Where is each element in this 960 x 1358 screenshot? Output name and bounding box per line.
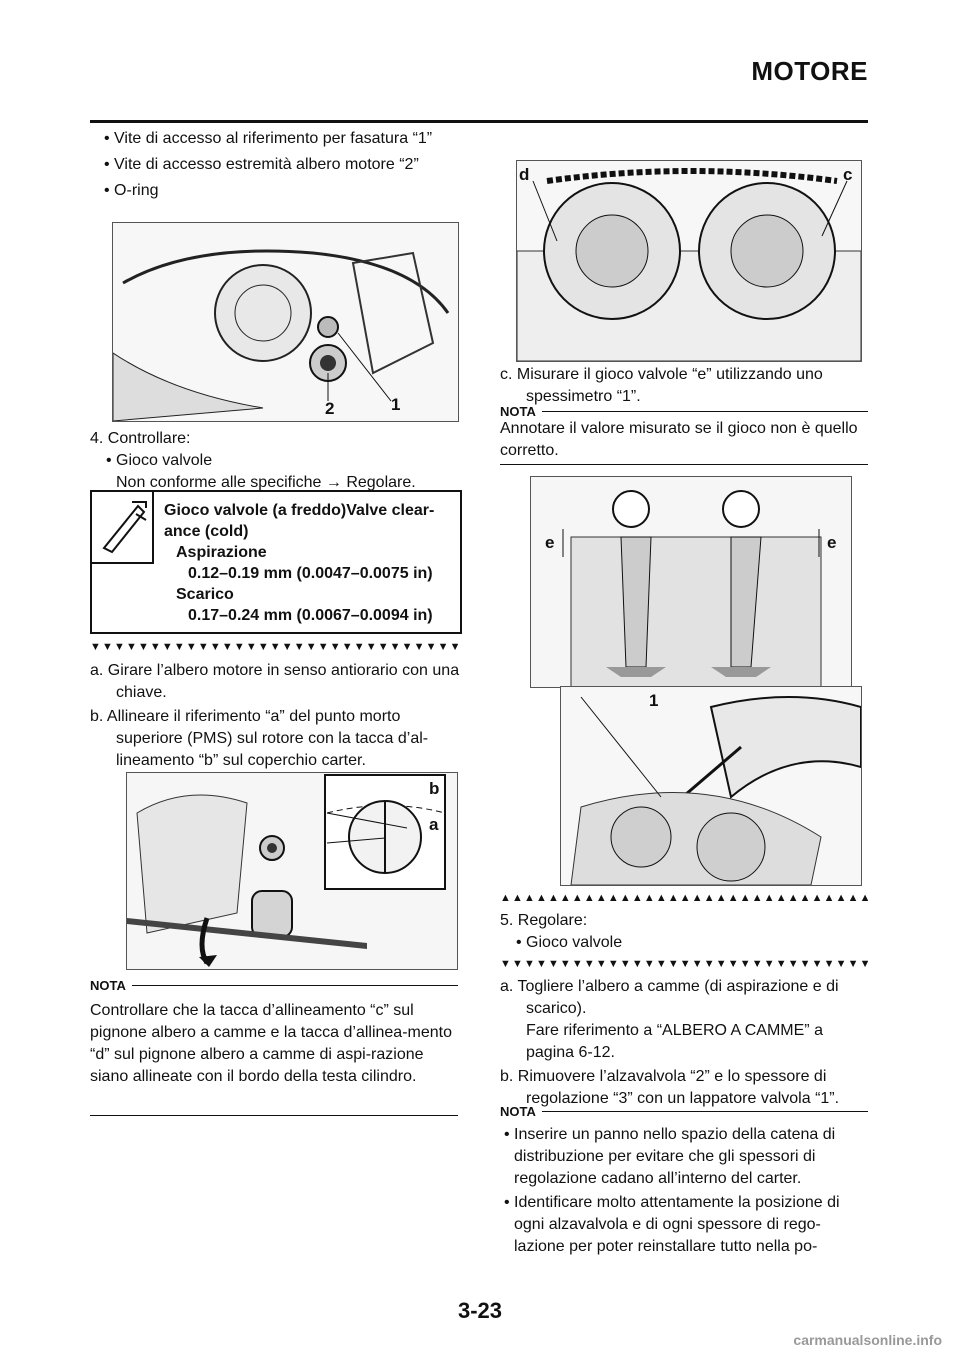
nota-text-right: Annotare il valore misurato se il gioco … <box>500 420 858 459</box>
spec-content: Gioco valvole (a freddo)Valve clear-ance… <box>164 500 454 626</box>
nota2-label: NOTA <box>500 1104 536 1119</box>
fig5-label-1: 1 <box>649 691 659 710</box>
step-c-text: c. Misurare il gioco valvole “e” utilizz… <box>500 366 823 405</box>
fig1-label-1: 1 <box>391 395 401 414</box>
step-4-heading: 4. Controllare: <box>90 430 191 447</box>
step-a-text: a. Girare l’albero motore in senso antio… <box>90 662 460 701</box>
nota2-bullet-2: Identificare molto attentamente la posiz… <box>500 1192 870 1258</box>
procedure-end-marker: ▲▲▲▲▲▲▲▲▲▲▲▲▲▲▲▲▲▲▲▲▲▲▲▲▲▲▲▲▲▲▲▲▲▲ <box>500 892 868 904</box>
step-5-bullet: Gioco valvole <box>500 932 870 954</box>
bullet-item-2: Vite di accesso estremità albero motore … <box>100 154 460 176</box>
engine-access-screws-figure: 2 1 <box>112 222 459 422</box>
step-b-text: b. Allineare il riferimento “a” del punt… <box>90 708 429 769</box>
bullet-item-3: O-ring <box>100 180 460 202</box>
step-4-text: Non conforme alle specifiche → Regolare. <box>116 474 416 491</box>
page-title: MOTORE <box>751 56 868 86</box>
fig4-label-e-right: e <box>827 533 837 552</box>
nota-label-right: NOTA <box>500 404 536 419</box>
right-steps-ab: a. Togliere l’albero a camme (di aspiraz… <box>500 976 870 1110</box>
spec-exhaust-value: 0.17–0.24 mm (0.0067–0.0094 in) <box>188 607 433 624</box>
watermark-text: carmanualsonline.info <box>793 1332 942 1348</box>
fig3-label-d: d <box>519 165 530 184</box>
step-b2-text: b. Rimuovere l’alzavalvola “2” e lo spes… <box>500 1068 840 1107</box>
nota-text-left: Controllare che la tacca d’allineamento … <box>90 1002 452 1085</box>
nota-end-rule-right <box>500 464 868 465</box>
step-5-block: 5. Regolare: Gioco valvole <box>500 910 870 954</box>
rotor-illustration <box>127 773 457 969</box>
spec-exhaust-label: Scarico <box>176 586 234 603</box>
nota-end-rule-left <box>90 1115 458 1116</box>
valve-clearance-figure: e e <box>530 476 852 688</box>
top-bullet-list: Vite di accesso al riferimento per fasat… <box>100 128 460 202</box>
nota2-bullet-1: Inserire un panno nello spazio della cat… <box>500 1124 870 1190</box>
caliper-icon <box>92 492 154 564</box>
page-number: 3-23 <box>457 1298 503 1323</box>
feeler-gauge-illustration <box>561 687 861 885</box>
rotor-alignment-figure: b a <box>126 772 458 970</box>
nota2-rule <box>541 1111 868 1112</box>
spec-intake-label: Aspirazione <box>176 544 267 561</box>
nota2-bullets: Inserire un panno nello spazio della cat… <box>500 1124 870 1258</box>
procedure2-start-marker: ▼▼▼▼▼▼▼▼▼▼▼▼▼▼▼▼▼▼▼▼▼▼▼▼▼▼▼▼▼▼▼▼▼▼ <box>500 958 868 970</box>
nota-header-right: NOTA <box>500 404 868 419</box>
header-rule <box>90 120 868 123</box>
step-5-heading: 5. Regolare: <box>500 912 588 929</box>
nota-header-left: NOTA <box>90 978 458 993</box>
valve-illustration <box>531 477 851 687</box>
engine-illustration <box>113 223 458 421</box>
fig1-label-2: 2 <box>325 399 335 418</box>
nota-label-left: NOTA <box>90 978 126 993</box>
fig4-label-e-left: e <box>545 533 555 552</box>
sprockets-illustration <box>517 161 861 361</box>
spec-title: Gioco valvole (a freddo)Valve clear-ance… <box>164 502 435 540</box>
feeler-gauge-figure: 1 <box>560 686 862 886</box>
step-4-bullet: Gioco valvole <box>90 450 460 472</box>
nota-rule-right <box>541 411 868 412</box>
step-4-block: 4. Controllare: Gioco valvole Non confor… <box>90 428 460 494</box>
step-a2-reference: Fare riferimento a “ALBERO A CAMME” a pa… <box>526 1022 823 1061</box>
fig2-label-a: a <box>429 815 439 834</box>
bullet-item-1: Vite di accesso al riferimento per fasat… <box>100 128 460 150</box>
nota-rule-left <box>131 985 458 986</box>
fig2-label-b: b <box>429 779 440 798</box>
step-a2-text: a. Togliere l’albero a camme (di aspiraz… <box>500 978 839 1017</box>
camshaft-sprockets-figure: d c <box>516 160 862 362</box>
fig3-label-c: c <box>843 165 853 184</box>
nota2-header: NOTA <box>500 1104 868 1119</box>
spec-intake-value: 0.12–0.19 mm (0.0047–0.0075 in) <box>188 565 433 582</box>
valve-clearance-spec-box: Gioco valvole (a freddo)Valve clear-ance… <box>90 490 462 634</box>
procedure-start-marker: ▼▼▼▼▼▼▼▼▼▼▼▼▼▼▼▼▼▼▼▼▼▼▼▼▼▼▼▼▼▼▼▼▼▼ <box>90 641 458 653</box>
left-steps-ab: a. Girare l’albero motore in senso antio… <box>90 660 462 772</box>
